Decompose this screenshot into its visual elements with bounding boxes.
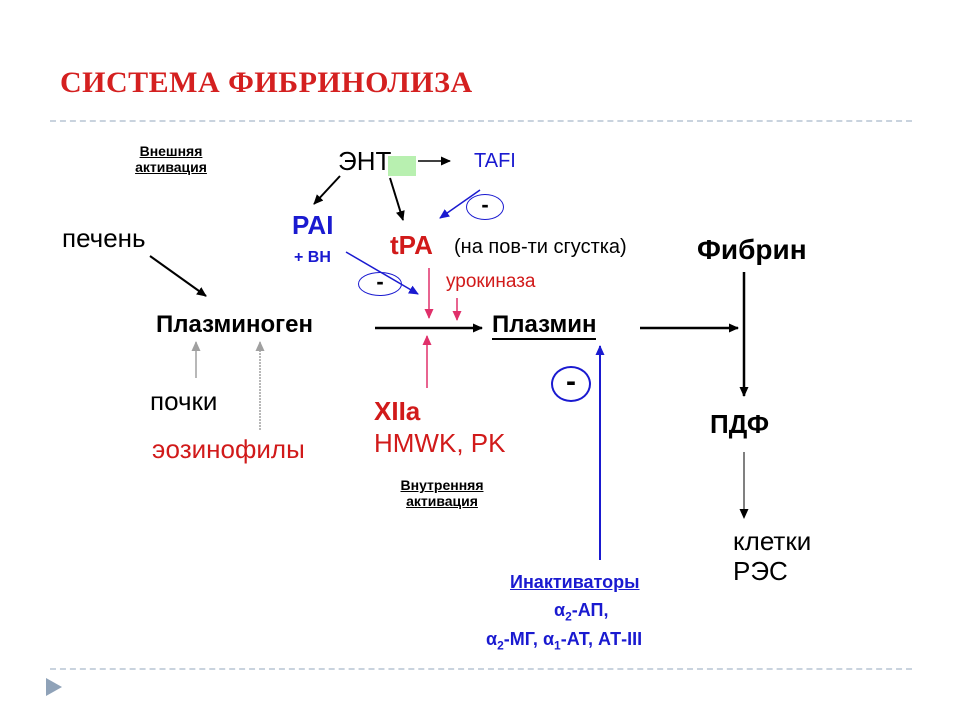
int-activation-line1: Внутренняя xyxy=(400,477,484,493)
arrow-liver-plasminogen xyxy=(149,255,207,297)
eosinophils-label: эозинофилы xyxy=(152,434,305,464)
external-activation-label: Внешняя активация xyxy=(110,143,232,175)
ext-activation-line1: Внешняя xyxy=(139,143,203,159)
fibrin-label: Фибрин xyxy=(697,234,807,265)
alpha-subscript: 2 xyxy=(565,609,572,624)
pdf-label: ПДФ xyxy=(710,409,770,439)
minus-circle-inactivators: - xyxy=(551,366,591,402)
tpa-note: (на пов-ти сгустка) xyxy=(454,236,627,258)
arrow-ent-tpa xyxy=(389,177,405,221)
internal-activation-label: Внутренняя активация xyxy=(376,477,508,509)
res-cells-label: клетки РЭС xyxy=(733,526,811,586)
alpha-symbol: α xyxy=(486,629,498,649)
inhibitor-line-1: α2-АП, xyxy=(554,601,608,623)
ent-highlight xyxy=(388,156,416,176)
res-cells-line1: клетки xyxy=(733,526,812,556)
nav-triangle-icon[interactable] xyxy=(44,676,64,698)
arrow-ent-pai xyxy=(313,175,341,205)
plasminogen-label: Плазминоген xyxy=(156,311,313,338)
hmwk-label: HMWK, PK xyxy=(374,428,506,458)
inhibitor-ap: -АП, xyxy=(571,600,609,620)
plasmin-label: Плазмин xyxy=(492,311,597,340)
inhibitor-at: -АТ, АТ-III xyxy=(560,629,643,649)
liver-label: печень xyxy=(62,223,146,253)
ext-activation-line2: активация xyxy=(135,159,207,175)
bottom-divider xyxy=(50,668,912,670)
alpha-symbol: α xyxy=(554,600,566,620)
alpha-subscript: 2 xyxy=(497,638,504,653)
minus-circle-pai: - xyxy=(358,271,402,296)
kidneys-label: почки xyxy=(150,386,218,416)
arrow-tafi-tpa xyxy=(439,189,481,219)
page-title: СИСТЕМА ФИБРИНОЛИЗА xyxy=(60,66,473,99)
inhibitor-mg: -МГ, xyxy=(503,629,543,649)
tafi-label: TAFI xyxy=(474,150,516,172)
pai-label: PAI xyxy=(292,210,334,240)
inhibitor-line-2: α2-МГ, α1-АТ, АТ-III xyxy=(486,630,642,652)
top-divider xyxy=(50,120,912,122)
urokinase-label: урокиназа xyxy=(446,271,536,292)
minus-circle-tafi: - xyxy=(466,194,504,220)
alpha-symbol: α xyxy=(542,629,555,649)
tpa-label: tPA xyxy=(390,230,433,260)
alpha-subscript: 1 xyxy=(554,638,561,653)
pai-sub-label: + ВН xyxy=(294,249,331,266)
res-cells-line2: РЭС xyxy=(733,556,788,586)
ent-label: ЭНТ xyxy=(338,146,392,176)
int-activation-line2: активация xyxy=(406,493,478,509)
inactivators-label: Инактиваторы xyxy=(510,572,640,592)
xiia-label: XIIa xyxy=(374,396,421,426)
